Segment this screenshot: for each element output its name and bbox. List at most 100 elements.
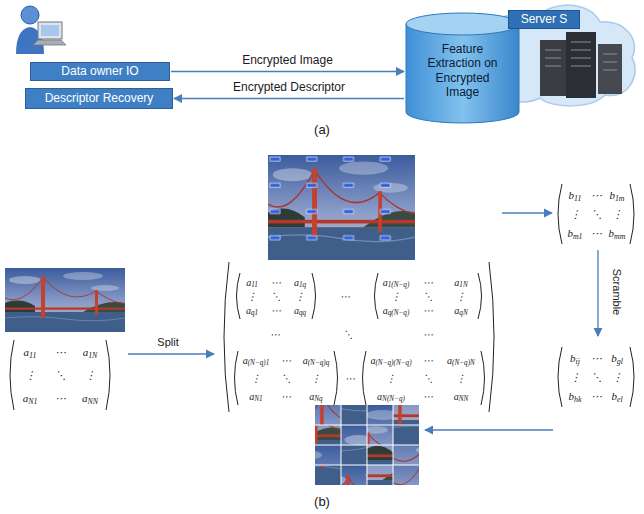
split-image xyxy=(268,155,415,260)
matrix-entry: ⋯ xyxy=(270,329,280,340)
matrix-entry: ⋯ xyxy=(591,189,602,201)
matrix-entry: b11 xyxy=(569,189,582,201)
matrix-entry: ⋮ xyxy=(251,373,261,384)
matrix-entry: ⋱ xyxy=(591,371,602,383)
matrix-entry: ⋯ xyxy=(271,305,281,316)
matrix-entry: ⋯ xyxy=(55,392,66,404)
matrix-entry: ⋯ xyxy=(423,391,433,402)
matrix-entry: ⋮ xyxy=(612,371,623,383)
matrix-entry: a1(N−q) xyxy=(383,277,410,288)
matrix-bracket xyxy=(235,351,338,405)
flow-arrow xyxy=(425,429,553,430)
arrow-label: Scramble xyxy=(611,269,623,315)
matrix-entry: a11 xyxy=(24,346,37,358)
data-owner-icon xyxy=(16,6,66,54)
matrix-entry: ⋱ xyxy=(343,329,353,340)
matrix-entry: aN(N−q) xyxy=(377,391,405,402)
matrix-entry: ⋯ xyxy=(591,227,602,239)
node-text: Feature Extraction on Encrypted Image xyxy=(419,42,507,100)
matrix-entry: a1N xyxy=(83,346,98,358)
matrix-bracket xyxy=(375,273,482,319)
server-rack xyxy=(540,40,566,96)
matrix-entry: bhk xyxy=(569,390,582,402)
matrix-entry: ⋯ xyxy=(423,277,433,288)
matrix-entry: ⋱ xyxy=(423,291,433,302)
matrix-bracket xyxy=(237,273,316,319)
edge-label: Encrypted Descriptor xyxy=(233,81,345,94)
scrambled-image xyxy=(393,445,497,514)
matrix-entry: a1q xyxy=(294,277,306,288)
scrambled-image xyxy=(315,405,419,485)
matrix-entry: aNN xyxy=(82,392,98,404)
server-rack xyxy=(545,42,617,70)
node-text: Data owner IO xyxy=(61,64,138,78)
matrix-entry: ⋱ xyxy=(271,291,281,302)
panel-label: (b) xyxy=(314,495,330,509)
matrix-entry: bel xyxy=(611,390,622,402)
matrix-entry: a11 xyxy=(246,277,258,288)
server-rack xyxy=(598,44,622,94)
matrix-entry: ⋮ xyxy=(247,291,257,302)
matrix-entry: ⋯ xyxy=(281,355,291,366)
cylinder-top xyxy=(406,13,519,35)
matrix-entry: ⋯ xyxy=(281,391,291,402)
matrix-entry: ⋮ xyxy=(311,373,321,384)
label-box: Server S xyxy=(508,10,580,29)
matrix-entry: ⋯ xyxy=(55,346,66,358)
matrix-entry: ⋱ xyxy=(55,369,66,381)
matrix-entry: ⋮ xyxy=(85,369,96,381)
data-owner-icon xyxy=(33,40,66,45)
flow-arrow xyxy=(502,212,552,213)
database-cylinder: Feature Extraction on Encrypted Image xyxy=(405,12,520,124)
matrix-entry: ⋮ xyxy=(456,373,466,384)
flow-arrow xyxy=(128,353,214,354)
node-text: Descriptor Recovery xyxy=(45,91,154,105)
scrambled-image xyxy=(393,445,497,514)
arrow-label: Split xyxy=(157,336,178,348)
label-box: Data owner IO xyxy=(30,62,170,81)
matrix-entry: aNN xyxy=(454,391,469,402)
flow-arrow xyxy=(171,71,404,72)
matrix-entry: ⋮ xyxy=(456,291,466,302)
process-box: Descriptor Recovery xyxy=(25,88,173,109)
matrix-entry: aqN xyxy=(454,305,467,316)
node-text: Server S xyxy=(521,12,568,26)
split-image xyxy=(268,155,415,260)
data-owner-icon xyxy=(38,22,62,39)
panel-label: (a) xyxy=(314,123,330,137)
split-image xyxy=(268,155,415,260)
matrix-bracket xyxy=(558,347,634,407)
matrix-entry: ⋯ xyxy=(423,305,433,316)
server-rack xyxy=(540,32,622,98)
matrix-entry: ⋯ xyxy=(591,390,602,402)
matrix-entry: a(N−q)N xyxy=(447,355,475,366)
matrix-entry: ⋮ xyxy=(391,291,401,302)
matrix-entry: bm1 xyxy=(567,227,582,239)
matrix-entry: a(N−q)q xyxy=(303,355,330,366)
matrix-entry: aNq xyxy=(309,391,322,402)
matrix-entry: ⋯ xyxy=(423,329,433,340)
source-image xyxy=(5,268,125,332)
matrix-entry: ⋮ xyxy=(25,369,36,381)
cylinder-body xyxy=(406,24,519,123)
flow-arrow xyxy=(597,250,598,336)
matrix-entry: ⋮ xyxy=(386,373,396,384)
matrix-entry: a(N−q)1 xyxy=(243,355,270,366)
matrix-entry: aqq xyxy=(294,305,306,316)
source-image xyxy=(5,268,125,332)
matrix-entry: aN1 xyxy=(23,392,38,404)
matrix-entry: aq(N−q) xyxy=(383,305,410,316)
matrix-entry: ⋯ xyxy=(591,352,602,364)
matrix-entry: b1m xyxy=(609,189,624,201)
matrix-entry: a1N xyxy=(454,277,467,288)
matrix-entry: ⋮ xyxy=(570,208,581,220)
matrix-entry: ⋱ xyxy=(423,373,433,384)
matrix-entry: ⋮ xyxy=(570,371,581,383)
flow-arrow xyxy=(174,98,404,99)
matrix-bracket xyxy=(558,184,634,244)
matrix-entry: bij xyxy=(570,352,580,364)
matrix-entry: ⋯ xyxy=(340,291,350,302)
matrix-entry: bgl xyxy=(611,352,623,364)
data-owner-icon xyxy=(41,25,59,36)
